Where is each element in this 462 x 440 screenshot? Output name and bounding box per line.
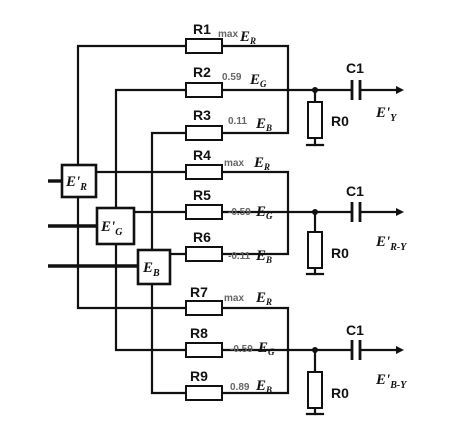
bus-eg-top: [114, 88, 188, 210]
wire-r9-out: [220, 348, 290, 395]
junction-1: [312, 87, 318, 93]
resistor-label-r5: R5: [193, 187, 211, 203]
wire-r1-out: [220, 44, 290, 92]
wire-r3-out: [220, 88, 290, 135]
output-label-by: E'B-Y: [375, 372, 407, 391]
signal-label-r8: EG: [257, 340, 275, 357]
capacitor-1: [350, 80, 362, 100]
arrow-ry: [396, 208, 404, 216]
capacitor-2: [350, 202, 362, 222]
coef-r7: max: [224, 293, 244, 304]
output-label-ry: E'R-Y: [375, 234, 407, 253]
resistor-label-r2: R2: [193, 64, 211, 80]
source-label-eb: EB: [142, 260, 160, 279]
resistor-r6: [185, 246, 223, 262]
bus-eg-bottom: [114, 242, 188, 352]
load-resistor-3: [307, 371, 323, 409]
capacitor-label-3: C1: [346, 322, 364, 338]
wire-r7-out: [220, 306, 290, 352]
resistor-r3: [185, 125, 223, 141]
bus-er-bottom: [76, 195, 188, 310]
wire-r6-out: [220, 210, 290, 256]
signal-label-r3: EB: [255, 116, 272, 133]
bus-eb-bottom: [150, 282, 188, 395]
resistor-label-r7: R7: [190, 284, 208, 300]
coef-r2: 0.59: [222, 72, 242, 83]
signal-label-r2: EG: [249, 72, 267, 89]
load-label-3: R0: [331, 385, 349, 401]
resistor-label-r4: R4: [193, 147, 211, 163]
resistor-label-r6: R6: [193, 229, 211, 245]
capacitor-3: [350, 340, 362, 360]
source-box-eg: [95, 206, 136, 246]
coef-r1: max: [218, 29, 238, 40]
bus-er-top: [76, 44, 188, 167]
resistor-r8: [185, 342, 223, 358]
junction-2: [312, 209, 318, 215]
coef-r8: -0.59: [230, 344, 253, 355]
signal-label-r7: ER: [255, 290, 272, 307]
source-box-eb: [136, 248, 172, 286]
coef-r5: -0.59: [228, 207, 251, 218]
arrow-y: [396, 86, 404, 94]
signal-label-r6: EB: [255, 248, 272, 265]
resistor-label-r8: R8: [190, 325, 208, 341]
capacitor-label-1: C1: [346, 60, 364, 76]
load-resistor-2: [307, 231, 323, 269]
resistor-label-r9: R9: [190, 368, 208, 384]
output-label-y: E'Y: [375, 105, 397, 124]
resistor-r9: [185, 385, 223, 401]
coef-r6: -0.11: [228, 251, 251, 262]
resistor-r7: [185, 300, 223, 316]
resistor-label-r3: R3: [193, 107, 211, 123]
capacitor-label-2: C1: [346, 183, 364, 199]
load-label-2: R0: [331, 245, 349, 261]
coef-r3: 0.11: [228, 116, 247, 127]
source-box-er: [60, 163, 98, 199]
resistor-r4: [185, 164, 223, 180]
bus-eb-top: [150, 131, 188, 252]
coef-r9: 0.89: [230, 382, 250, 393]
signal-label-r9: EB: [255, 378, 272, 395]
resistor-r1: [185, 38, 223, 54]
signal-label-r1: ER: [239, 29, 256, 46]
source-label-eg: E'G: [100, 219, 123, 238]
source-label-er: E'R: [65, 174, 87, 193]
load-label-1: R0: [331, 113, 349, 129]
arrow-by: [396, 346, 404, 354]
signal-label-r5: EG: [255, 204, 273, 221]
load-resistor-1: [307, 101, 323, 139]
coef-r4: max: [224, 158, 244, 169]
junction-3: [312, 347, 318, 353]
signal-label-r4: ER: [253, 155, 270, 172]
wire-r4-out: [220, 170, 290, 214]
resistor-r2: [185, 82, 223, 98]
resistor-r5: [185, 204, 223, 220]
resistor-label-r1: R1: [193, 21, 211, 37]
